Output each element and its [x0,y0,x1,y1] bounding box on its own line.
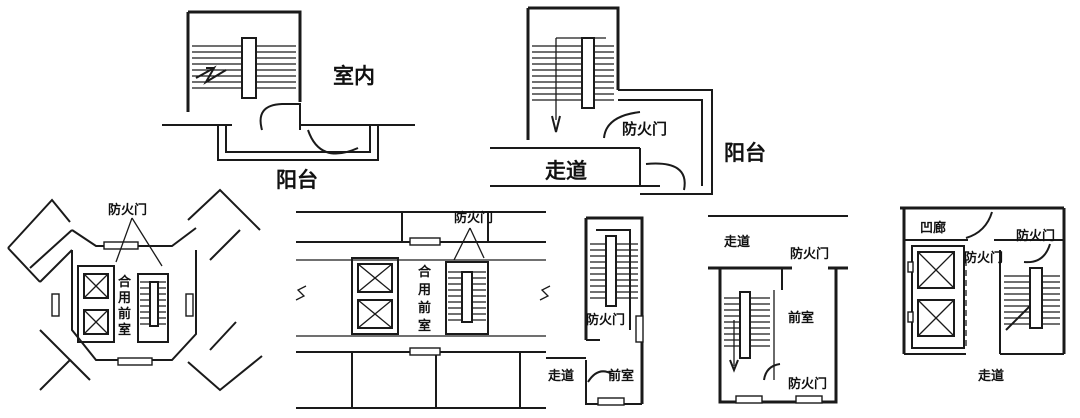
label-recess: 凹廊 [920,220,946,236]
plan-stair-balcony: 室内 阳台 [162,10,415,192]
door-swing [587,370,613,383]
elevator-car [357,299,393,329]
label-corridor: 走道 [978,368,1004,384]
label-fire-door-2: 防火门 [1016,228,1055,244]
label-fire-door-1: 防火门 [964,250,1003,266]
stair-handrail [739,291,751,359]
label-corridor: 走道 [548,368,574,384]
label-shared-lobby-4: 室 [118,322,131,338]
label-lobby: 前室 [608,368,634,384]
elevator-car [83,309,109,335]
label-fire-door: 防火门 [586,312,625,328]
stair-handrail [149,281,159,327]
label-shared-lobby-2: 用 [417,283,431,298]
window [795,395,823,404]
window [907,261,914,273]
elevator-car [917,299,955,337]
window [409,237,441,246]
label-fire-door: 防火门 [622,120,667,138]
stair-handrail [461,271,473,323]
label-shared-lobby-1: 合 [118,274,132,290]
window [185,293,194,317]
label-shared-lobby-3: 前 [118,306,131,322]
plan-narrow-stair-lobby: 防火门 走道 前室 [546,216,644,406]
stair-handrail [1029,267,1043,329]
window [51,293,60,317]
label-balcony: 阳台 [276,168,318,192]
elevator-car [83,273,109,299]
label-balcony: 阳台 [724,141,766,165]
stair-treads [532,45,614,101]
window [735,395,763,404]
window [117,357,153,366]
plan-stair-lobby-corridor: 走道 防火门 前室 防火门 [708,215,848,404]
label-shared-lobby-2: 用 [117,291,131,306]
label-fire-door-bottom: 防火门 [788,376,827,392]
door-swing-fire [603,111,641,139]
elevator-car [357,263,393,293]
label-shared-lobby-3: 前 [418,300,431,316]
label-corridor: 走道 [545,159,587,183]
plan-h-shared-lobby: 防火门 合 用 前 室 [295,210,551,409]
door-swing [965,211,993,239]
door-swing [763,363,781,381]
label-shared-lobby-4: 室 [418,318,431,334]
window [635,315,644,343]
door-swing-left [259,103,301,131]
window [597,397,625,406]
label-fire-door: 防火门 [108,202,147,218]
plan-recessed-corridor: 凹廊 防火门 防火门 走道 [900,206,1066,384]
plan-cross-shared-lobby: 防火门 合 用 前 室 [7,188,263,392]
elevator-car [917,251,955,289]
stair-handrail [581,37,595,109]
window [409,347,441,356]
window [907,311,914,323]
label-fire-door: 防火门 [454,210,493,226]
label-corridor: 走道 [724,234,750,250]
stair-handrail [241,37,257,99]
door-swing-balcony [645,162,686,191]
label-lobby: 前室 [788,310,814,326]
label-shared-lobby-1: 合 [418,264,432,280]
door-swing [1023,243,1051,264]
label-fire-door-top: 防火门 [790,246,829,262]
stair-direction-arrow [195,65,227,85]
label-indoor: 室内 [333,64,375,88]
plan-stair-corridor-balcony: 防火门 走道 阳台 [490,6,766,195]
stair-handrail [605,235,617,307]
door-swing-right [307,129,359,155]
